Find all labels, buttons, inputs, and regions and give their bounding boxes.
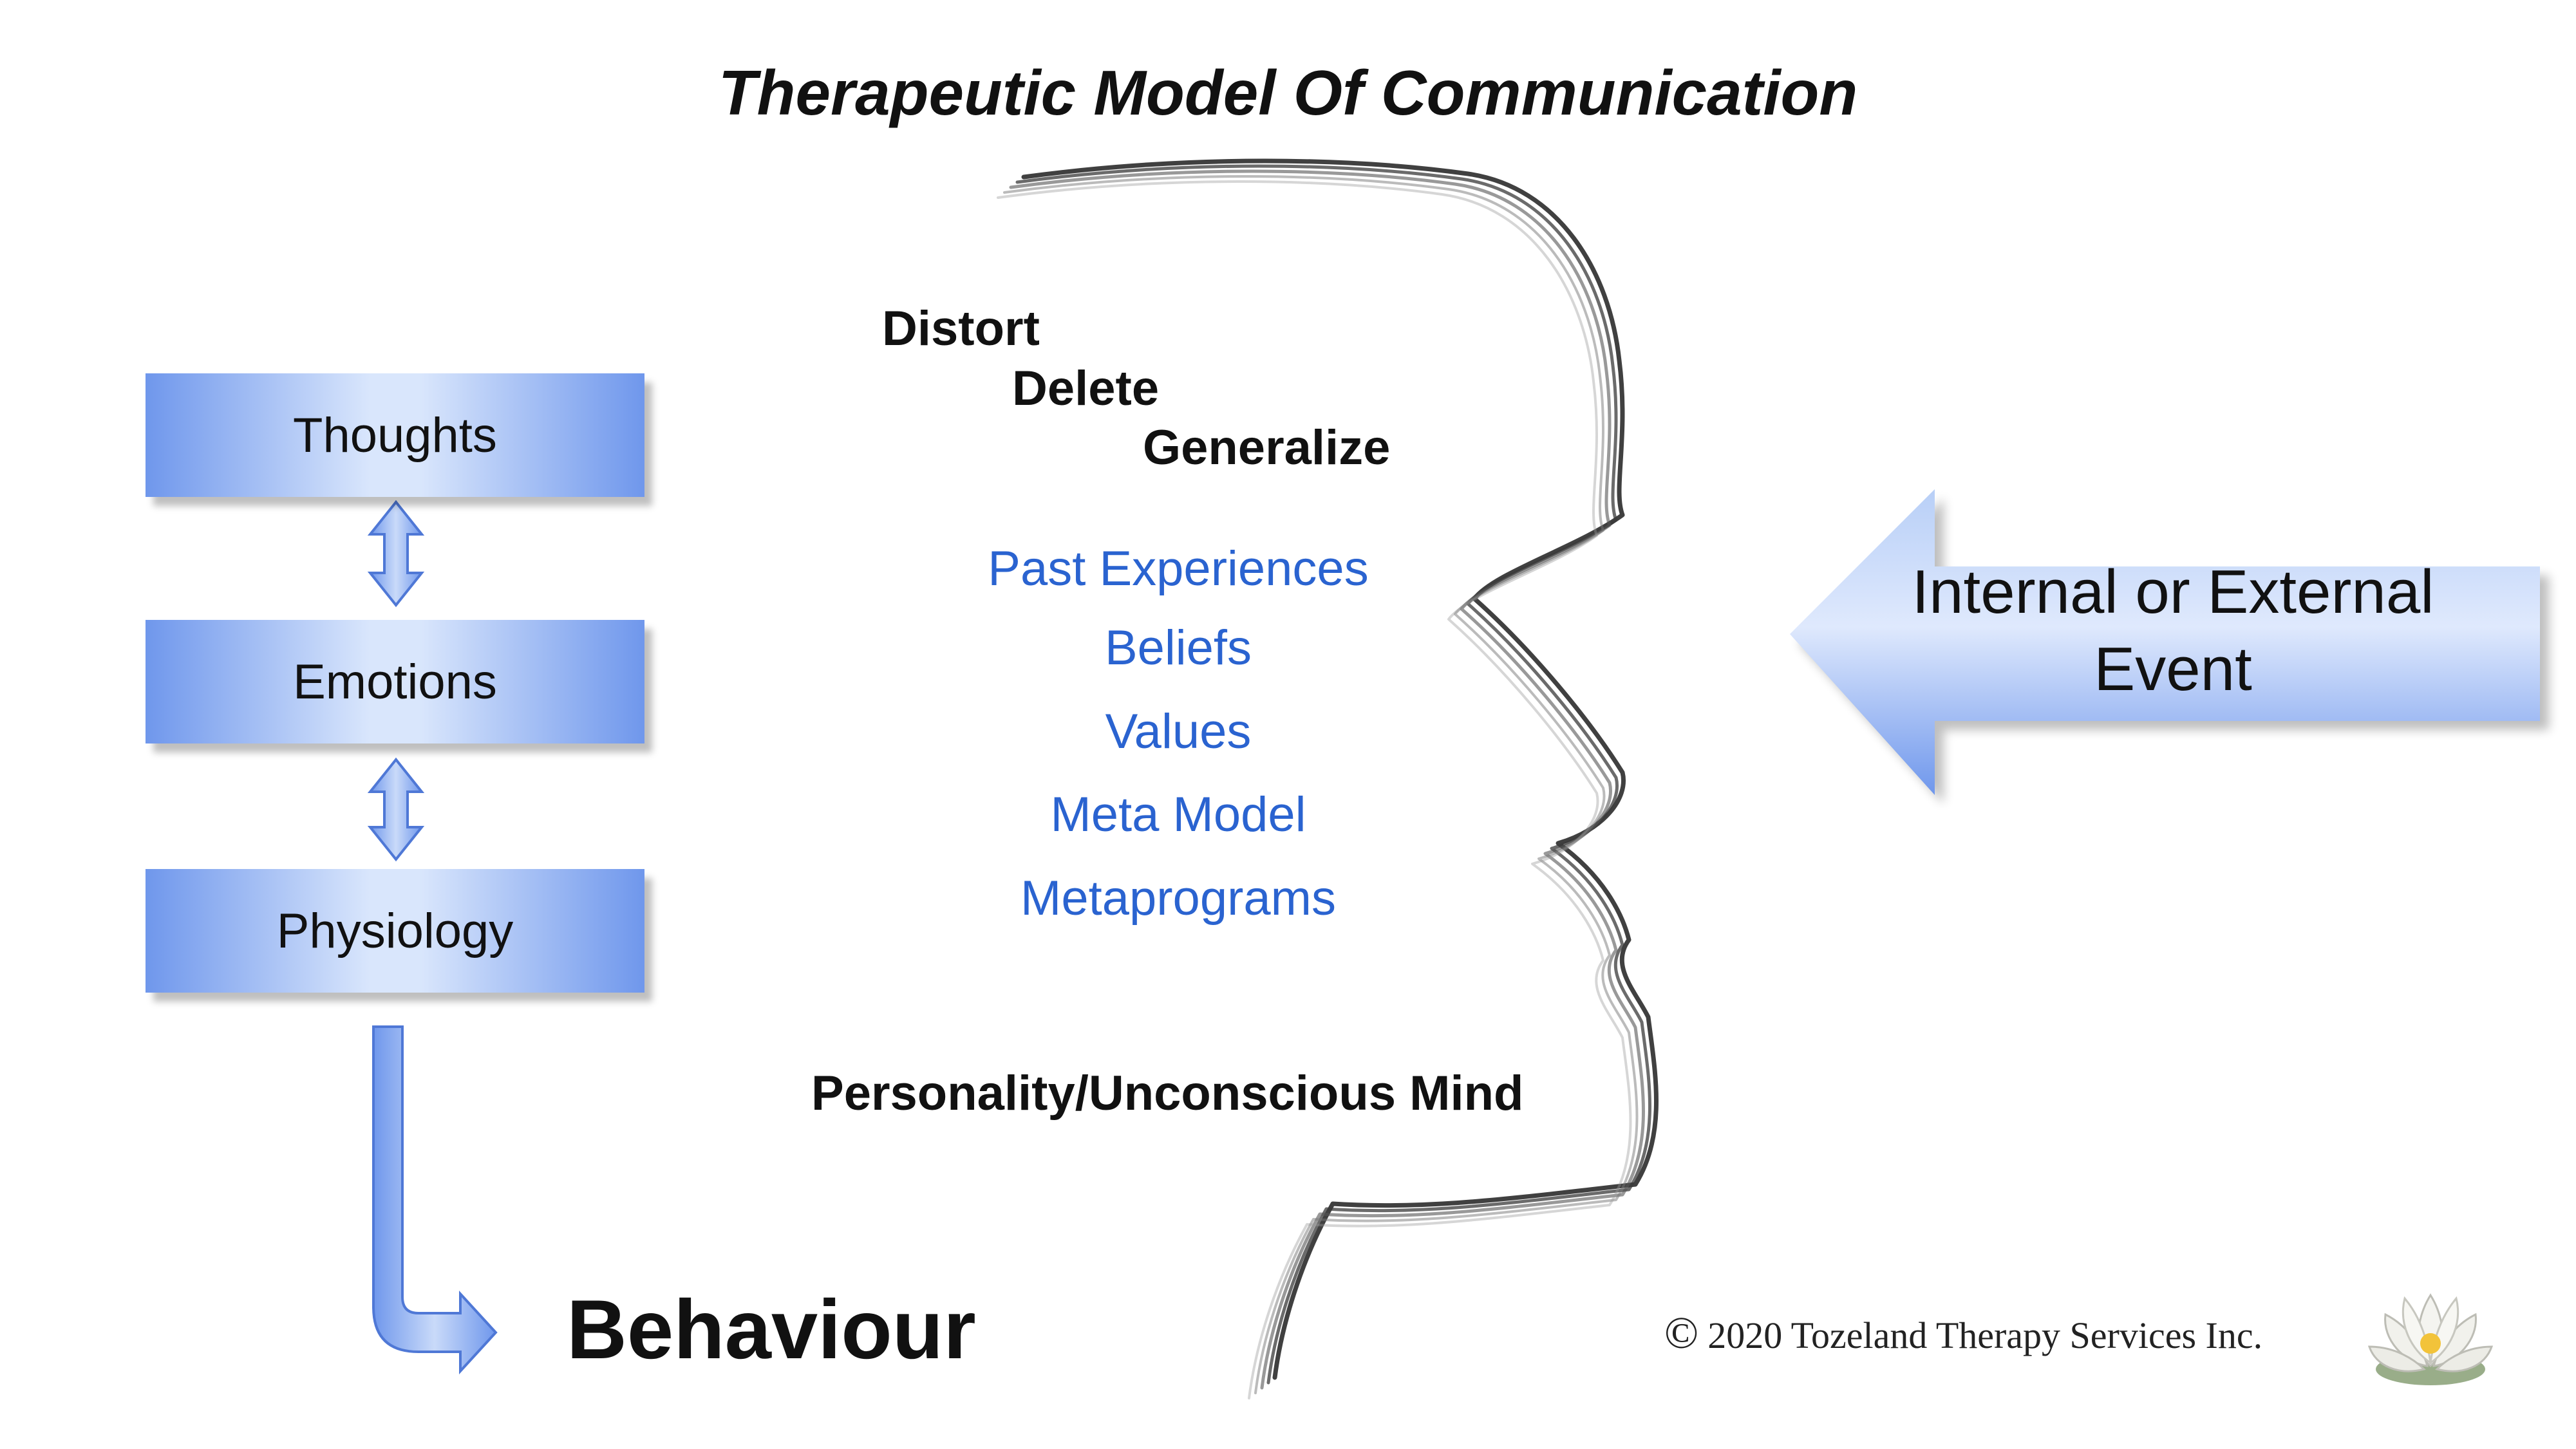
filter-past-experiences: Past Experiences: [988, 541, 1369, 596]
head-profile-icon: [997, 158, 1659, 1399]
bent-arrow-icon: [372, 1025, 498, 1375]
event-label: Internal or External Event: [1867, 554, 2479, 708]
process-generalize: Generalize: [1143, 420, 1391, 475]
emotions-box: Emotions: [146, 620, 644, 743]
copyright-text: 2020 Tozeland Therapy Services Inc.: [1707, 1314, 2263, 1356]
left-arrow-icon: [1790, 489, 2549, 804]
process-distort: Distort: [882, 301, 1040, 356]
thoughts-box: Thoughts: [146, 373, 644, 497]
physiology-box: Physiology: [146, 869, 644, 993]
process-delete: Delete: [1012, 361, 1160, 416]
filter-meta-model: Meta Model: [1050, 787, 1306, 842]
copyright-notice: ©2020 Tozeland Therapy Services Inc.: [1664, 1308, 2262, 1360]
diagram-title: Therapeutic Model Of Communication: [718, 57, 1858, 128]
event-label-line2: Event: [2094, 635, 2252, 704]
personality-unconscious-label: Personality/Unconscious Mind: [811, 1066, 1524, 1121]
event-label-line1: Internal or External: [1912, 557, 2434, 626]
behaviour-label: Behaviour: [567, 1282, 976, 1376]
lotus-flower-icon: [2367, 1293, 2494, 1385]
copyright-symbol: ©: [1664, 1309, 1699, 1358]
physiology-label: Physiology: [276, 903, 514, 958]
filter-beliefs: Beliefs: [1104, 621, 1252, 675]
thoughts-label: Thoughts: [293, 407, 497, 463]
double-arrow-icon: [367, 757, 425, 862]
filter-metaprograms: Metaprograms: [1020, 871, 1336, 926]
filter-values: Values: [1105, 704, 1252, 759]
emotions-label: Emotions: [293, 654, 497, 709]
double-arrow-icon: [367, 500, 425, 608]
